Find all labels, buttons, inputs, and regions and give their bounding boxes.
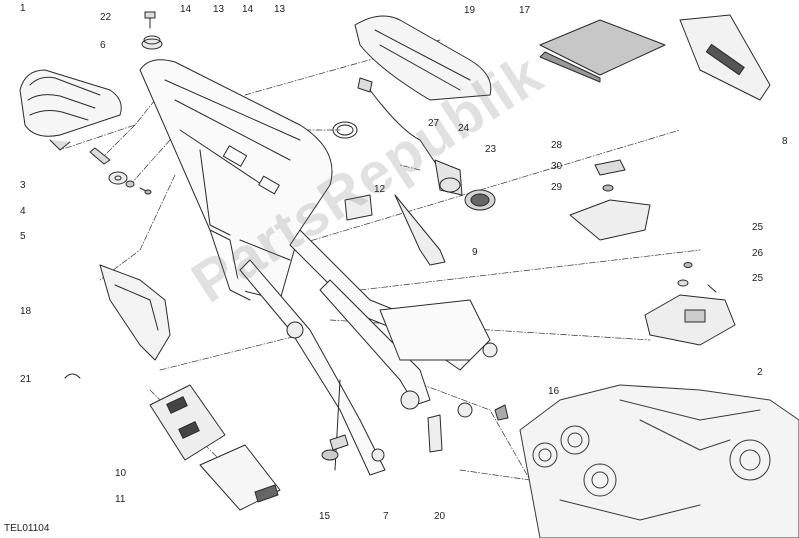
diagram-code: TEL01104 — [4, 523, 50, 534]
label-bracket — [344, 194, 446, 266]
callout-28: 28 — [551, 140, 563, 151]
callout-20: 20 — [434, 511, 446, 522]
right-bracket-hardware — [569, 159, 651, 241]
callout-22: 22 — [100, 12, 112, 23]
callout-9: 9 — [472, 247, 478, 258]
callout-6: 6 — [100, 40, 106, 51]
grommets-screws — [108, 171, 152, 195]
side-cover — [99, 264, 171, 361]
callout-2: 2 — [757, 367, 763, 378]
callout-17: 17 — [519, 5, 531, 16]
tool-pouch — [149, 384, 281, 511]
callout-27: 27 — [428, 118, 440, 129]
bolt-clip-label — [321, 404, 509, 461]
callout-8: 8 — [782, 136, 788, 147]
callout-18: 18 — [20, 306, 32, 317]
callout-29: 29 — [551, 182, 563, 193]
callout-7: 7 — [383, 511, 389, 522]
callout-16: 16 — [548, 386, 560, 397]
callout-25b: 25 — [752, 273, 764, 284]
callout-13b: 13 — [274, 4, 286, 15]
callout-23: 23 — [485, 144, 497, 155]
socket-cable — [332, 77, 496, 211]
callout-12: 12 — [374, 184, 386, 195]
lower-frame — [239, 229, 498, 476]
callout-30: 30 — [551, 161, 563, 172]
callout-19: 19 — [464, 5, 476, 16]
callout-13a: 13 — [213, 4, 225, 15]
taillight — [19, 69, 122, 165]
callout-14a: 14 — [180, 4, 192, 15]
callout-11: 11 — [115, 494, 126, 505]
callout-15: 15 — [319, 511, 331, 522]
callout-14b: 14 — [242, 4, 254, 15]
bracket-2 — [644, 262, 736, 346]
callout-24: 24 — [458, 123, 470, 134]
rear-cover — [354, 15, 492, 101]
document-card — [539, 19, 666, 83]
tag-strap — [679, 14, 771, 101]
engine — [519, 384, 799, 538]
callout-5: 5 — [20, 231, 26, 242]
callout-3: 3 — [20, 180, 26, 191]
rear-subframe — [139, 59, 333, 301]
callout-1: 1 — [20, 3, 26, 14]
callout-10: 10 — [115, 468, 127, 479]
callout-26: 26 — [752, 248, 764, 259]
callout-25a: 25 — [752, 222, 764, 233]
top-screw-grommet — [141, 11, 163, 50]
clip — [64, 373, 81, 379]
callout-21: 21 — [20, 374, 32, 385]
callout-4: 4 — [20, 206, 26, 217]
